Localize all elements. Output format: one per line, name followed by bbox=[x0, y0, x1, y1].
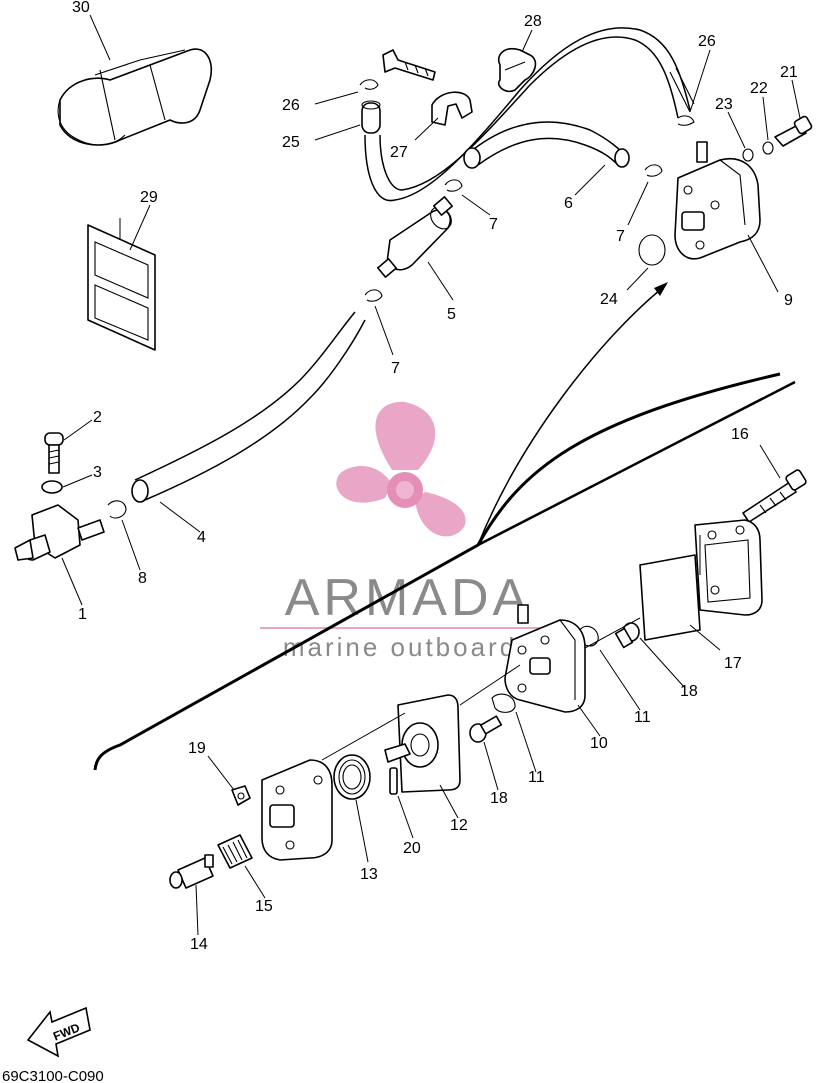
washer-part-22 bbox=[762, 141, 774, 155]
clip-part-7a bbox=[444, 179, 463, 192]
cowling-outline-inner bbox=[477, 380, 796, 547]
callout-7b: 7 bbox=[616, 228, 625, 245]
callout-labels: 30 28 26 21 22 23 26 25 27 29 6 7 7 24 9… bbox=[72, 0, 798, 953]
callout-20: 20 bbox=[403, 840, 421, 857]
callout-12: 12 bbox=[450, 817, 468, 834]
nut-part-19 bbox=[231, 785, 251, 806]
grommet-part-30 bbox=[57, 48, 212, 146]
cowling-outline bbox=[93, 372, 781, 771]
screw-part-18a bbox=[614, 622, 640, 649]
callout-11b: 11 bbox=[528, 769, 545, 786]
callout-8: 8 bbox=[138, 570, 147, 587]
check-valve-part-11b bbox=[491, 693, 516, 713]
callout-24: 24 bbox=[600, 291, 618, 308]
callout-10: 10 bbox=[590, 735, 608, 752]
callout-18a: 18 bbox=[680, 683, 698, 700]
clip-part-26b bbox=[677, 115, 695, 126]
connector-part-1 bbox=[14, 504, 105, 561]
callout-26b: 26 bbox=[282, 97, 300, 114]
fuel-hose-upper-2 bbox=[379, 36, 679, 191]
spring-part-15 bbox=[217, 834, 253, 869]
bolt-part-2 bbox=[44, 432, 64, 474]
o-ring-part-24 bbox=[638, 234, 666, 266]
callout-30: 30 bbox=[72, 0, 90, 16]
callout-19: 19 bbox=[188, 740, 206, 757]
assembly-line-1 bbox=[321, 535, 701, 761]
callout-14: 14 bbox=[190, 936, 208, 953]
callout-9: 9 bbox=[784, 292, 793, 309]
washer-part-23 bbox=[742, 148, 754, 162]
callout-7a: 7 bbox=[489, 216, 498, 233]
bolt-part-16 bbox=[742, 469, 807, 523]
callout-27: 27 bbox=[390, 144, 408, 161]
callout-17: 17 bbox=[724, 655, 742, 672]
callout-21: 21 bbox=[780, 64, 798, 81]
spring-part-13 bbox=[333, 754, 371, 800]
callout-25: 25 bbox=[282, 134, 300, 151]
fuel-filter-part-5 bbox=[376, 196, 454, 278]
callout-5: 5 bbox=[447, 306, 456, 323]
pump-base bbox=[261, 759, 333, 861]
clip-part-28 bbox=[497, 47, 537, 93]
fuel-pump-part-9 bbox=[674, 141, 761, 260]
callout-3: 3 bbox=[93, 464, 102, 481]
callout-15: 15 bbox=[255, 898, 273, 915]
decal-part-29 bbox=[87, 224, 156, 351]
callout-7c: 7 bbox=[391, 360, 400, 377]
callout-16: 16 bbox=[731, 426, 749, 443]
clip-part-7b bbox=[644, 164, 663, 177]
callout-22: 22 bbox=[750, 80, 768, 97]
pump-cover bbox=[694, 519, 763, 616]
callout-23: 23 bbox=[715, 96, 733, 113]
watermark-tagline: marine outboards bbox=[283, 632, 533, 662]
callout-1: 1 bbox=[78, 606, 87, 623]
callout-26: 26 bbox=[698, 33, 716, 50]
callout-6: 6 bbox=[564, 195, 573, 212]
fuel-hose-upper bbox=[364, 27, 691, 202]
fwd-arrow: FWD bbox=[26, 1006, 91, 1058]
pump-body-part-10 bbox=[504, 604, 586, 713]
fuel-hose-part-4 bbox=[134, 311, 356, 481]
screw-part-21 bbox=[774, 115, 813, 147]
callout-29: 29 bbox=[140, 189, 158, 206]
callout-4: 4 bbox=[197, 529, 206, 546]
callout-13: 13 bbox=[360, 866, 378, 883]
hose-part-25 bbox=[361, 100, 381, 134]
plunger-part-14 bbox=[169, 854, 214, 889]
watermark-brand: ARMADA bbox=[285, 569, 531, 627]
callout-11a: 11 bbox=[634, 709, 651, 726]
clip-part-26a bbox=[359, 79, 379, 90]
callout-18b: 18 bbox=[490, 790, 508, 807]
screw-part-18b bbox=[469, 715, 503, 743]
callout-28: 28 bbox=[524, 13, 542, 30]
direction-arrow bbox=[477, 289, 661, 546]
hose-part-6 bbox=[463, 121, 630, 169]
washer-part-3 bbox=[41, 480, 63, 494]
arrow-head bbox=[654, 282, 668, 296]
diagram-code: 69C3100-C090 bbox=[2, 1068, 104, 1083]
armada-logo bbox=[336, 401, 466, 537]
callout-2: 2 bbox=[93, 409, 102, 426]
pin-part-20 bbox=[389, 767, 398, 795]
clip-part-8 bbox=[107, 500, 127, 519]
clip-part-7c bbox=[364, 289, 383, 302]
gasket-part-17 bbox=[639, 554, 701, 641]
diaphragm-part-12 bbox=[384, 694, 461, 793]
clamp-part-27 bbox=[382, 49, 473, 126]
